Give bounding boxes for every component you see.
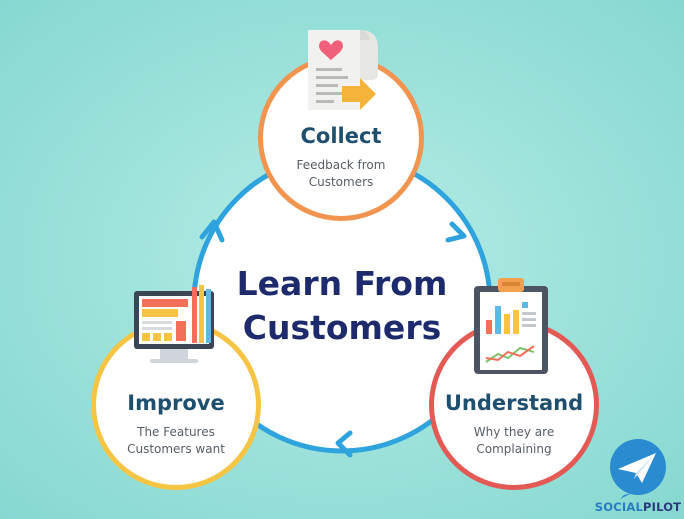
brand-wordmark-part2: PILOT [642, 500, 682, 514]
step-collect-title: Collect [300, 124, 382, 148]
step-collect: Collect Feedback from Customers [258, 55, 424, 221]
arrow-chevron-bottom-icon [335, 430, 353, 458]
step-collect-subtitle-line1: Feedback from [296, 158, 386, 172]
socialpilot-logo: SOCIALPILOT [594, 437, 682, 517]
paper-plane-icon [610, 439, 666, 499]
center-heading: Learn From Customers [192, 262, 492, 350]
monitor-layout-icon [134, 285, 214, 363]
arrow-chevron-right-icon [445, 221, 467, 243]
step-understand-subtitle: Why they are Complaining [434, 424, 594, 458]
step-collect-subtitle: Feedback from Customers [263, 157, 419, 191]
brand-wordmark: SOCIALPILOT [594, 500, 682, 514]
arrow-chevron-left-icon [199, 219, 225, 243]
step-understand-subtitle-line1: Why they are [473, 425, 555, 439]
step-improve-subtitle-line2: Customers want [127, 442, 225, 456]
document-heart-icon [308, 30, 378, 110]
center-heading-line1: Learn From [236, 264, 448, 303]
clipboard-chart-icon [474, 278, 548, 374]
step-understand: Understand Why they are Complaining [429, 320, 599, 490]
step-improve-subtitle-line1: The Features [137, 425, 215, 439]
brand-wordmark-part1: SOCIAL [594, 500, 643, 514]
step-understand-title: Understand [444, 391, 584, 415]
step-understand-subtitle-line2: Complaining [476, 442, 552, 456]
step-improve-title: Improve [127, 391, 225, 415]
step-collect-subtitle-line2: Customers [308, 175, 374, 189]
center-heading-line2: Customers [242, 308, 442, 347]
step-improve-subtitle: The Features Customers want [96, 424, 256, 458]
